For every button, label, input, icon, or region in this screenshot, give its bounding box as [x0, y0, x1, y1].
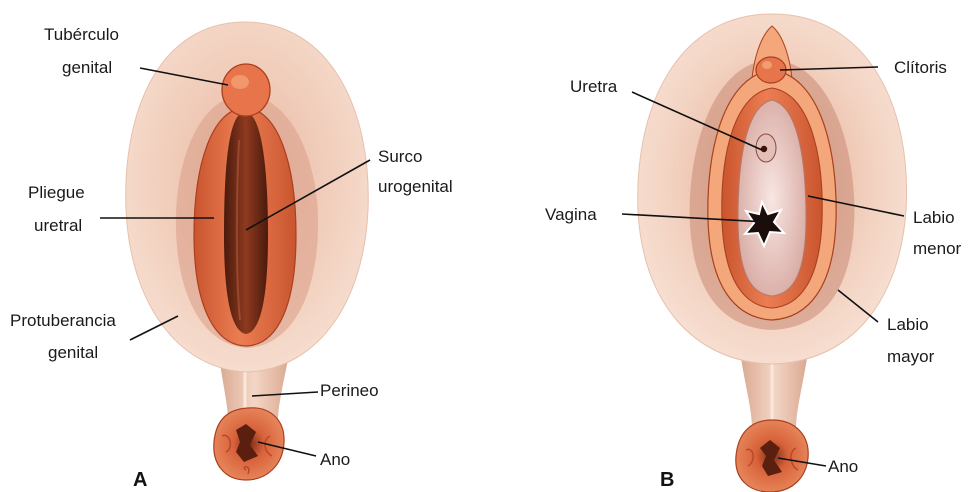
panel-a-illustration: [126, 22, 369, 480]
label-ano-a: Ano: [320, 450, 350, 469]
label-perineo: Perineo: [320, 381, 379, 400]
label-vagina: Vagina: [545, 205, 597, 224]
label-pliegue-line1: Pliegue: [28, 183, 85, 202]
panel-a-genital-tubercle: [222, 64, 270, 116]
label-clitoris: Clítoris: [894, 58, 947, 77]
panel-b-urethral-orifice: [761, 146, 767, 152]
panel-b-vestibule: [738, 100, 806, 296]
label-uretra: Uretra: [570, 77, 618, 96]
panel-a-letter: A: [133, 469, 147, 491]
label-labio-menor-line2: menor: [913, 239, 962, 258]
panel-b-clitoris-highlight: [762, 61, 772, 69]
label-surco-line1: Surco: [378, 147, 422, 166]
panel-b-anus: [736, 420, 808, 492]
panel-b-letter: B: [660, 469, 674, 491]
panel-a-anus: [214, 408, 284, 480]
panel-b-illustration: [638, 14, 907, 492]
label-labio-menor-line1: Labio: [913, 208, 955, 227]
panel-a-urogenital-groove: [224, 112, 268, 334]
label-ano-b: Ano: [828, 457, 858, 476]
label-labio-mayor-line1: Labio: [887, 315, 929, 334]
label-surco-line2: urogenital: [378, 177, 453, 196]
label-protuberancia-line1: Protuberancia: [10, 311, 116, 330]
panel-a-tubercle-highlight: [231, 75, 249, 89]
label-labio-mayor-line2: mayor: [887, 347, 935, 366]
label-protuberancia-line2: genital: [48, 343, 98, 362]
label-tuberculo-line1: Tubérculo: [44, 25, 119, 44]
label-pliegue-line2: uretral: [34, 216, 82, 235]
label-tuberculo-line2: genital: [62, 58, 112, 77]
